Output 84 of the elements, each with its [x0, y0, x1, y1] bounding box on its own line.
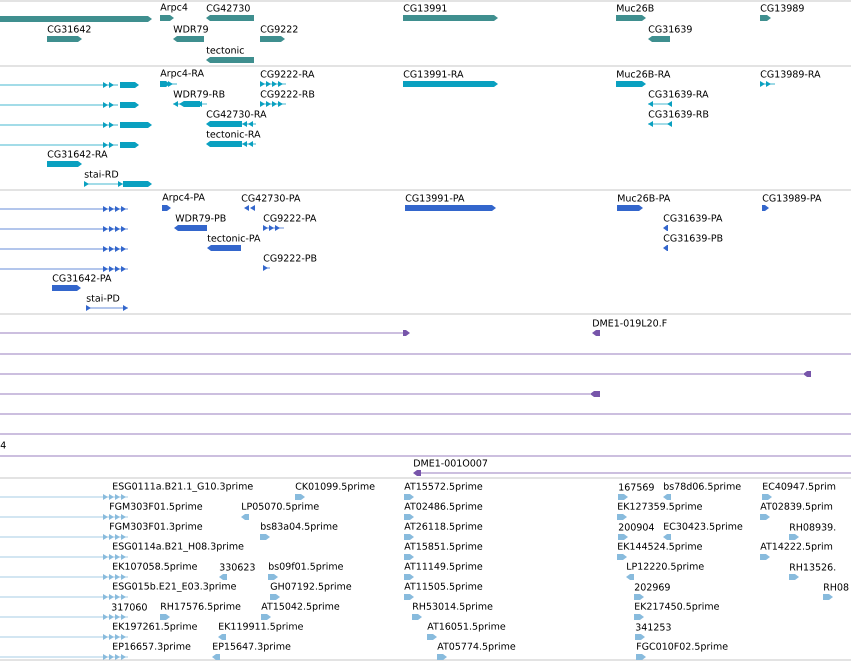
feature-label: CG13989-PA — [762, 194, 822, 202]
feature-label: CG42730-RA — [206, 110, 266, 118]
feature-label: CK01099.5prime — [296, 482, 375, 492]
feature-label: CG9222 — [260, 25, 298, 33]
feature-label: CG13991-RA — [404, 70, 464, 78]
feature-label: CG13989-RA — [760, 70, 820, 78]
feature-label: CG42730 — [206, 4, 250, 12]
feature-label: tectonic-PA — [207, 234, 260, 242]
feature-label: 167569 — [619, 483, 654, 491]
feature-label: Muc26B — [617, 4, 654, 12]
feature-label: ESG015b.E21_E03.3prime — [113, 582, 236, 592]
feature-label: RH08939. — [790, 523, 836, 531]
feature-label: AT05774.5prime — [437, 642, 516, 652]
feature-label: bs78d06.5prime — [664, 482, 741, 492]
feature-label: AT02839.5prim — [760, 502, 832, 512]
feature-label: Muc26B-RA — [617, 70, 670, 78]
feature-label: EC30423.5prime — [664, 522, 742, 532]
feature-label: EK119911.5prime — [219, 622, 303, 632]
feature-label: 341253 — [636, 623, 671, 631]
feature-label: EP15647.3prime — [213, 642, 290, 652]
feature-label: RH13526. — [790, 563, 836, 571]
feature-label: Arpc4-PA — [162, 194, 205, 202]
feature-label: RH17576.5prime — [161, 602, 240, 612]
feature-label: LP05070.5prime — [242, 502, 319, 512]
feature-label: CG31642 — [48, 25, 90, 33]
feature-label: CG31639-RB — [648, 110, 708, 118]
feature-label: CG9222-RB — [260, 90, 314, 98]
feature-label: FGM303F01.5prime — [110, 502, 202, 512]
feature-label: CG31639 — [648, 25, 692, 33]
feature-label: 200904 — [618, 523, 654, 531]
feature-label: CG31642-RA — [48, 150, 108, 158]
feature-label: FGM303F01.3prime — [110, 522, 202, 532]
feature-label: EK197261.5prime — [113, 622, 197, 632]
feature-label: AT02486.5prime — [404, 502, 482, 512]
feature-label: WDR79 — [174, 25, 208, 33]
feature-label: Muc26B-PA — [618, 194, 670, 202]
feature-label: CG9222-PA — [264, 214, 316, 222]
feature-label: AT15851.5prime — [404, 542, 482, 552]
feature-label: GH07192.5prime — [270, 582, 352, 592]
feature-label: tectonic — [206, 46, 244, 54]
feature-label: ESG0111a.B21.1_G10.3prime — [113, 482, 253, 492]
feature-label: RH08 — [824, 583, 848, 591]
feature-label: Arpc4 — [160, 4, 188, 12]
feature-label: bs09f01.5prime — [269, 562, 343, 572]
feature-label: WDR79-PB — [176, 214, 226, 222]
feature-label: AT11505.5prime — [404, 582, 482, 592]
feature-label: CG9222-RA — [260, 70, 314, 78]
feature-label: LP12220.5prime — [627, 562, 704, 572]
feature-label: EP16657.3prime — [113, 642, 190, 652]
feature-label: CG42730-PA — [242, 194, 300, 202]
feature-label: CG31639-PA — [664, 214, 722, 222]
feature-label: 330623 — [220, 563, 255, 571]
feature-label: 4 — [0, 442, 6, 448]
feature-label: AT15042.5prime — [261, 602, 340, 612]
feature-label: CG13991-PA — [406, 194, 464, 202]
feature-label: 317060 — [112, 603, 147, 611]
feature-label: CG31642-PA — [52, 274, 112, 282]
feature-label: tectonic-RA — [206, 130, 260, 138]
feature-label: Arpc4-RA — [160, 70, 204, 78]
feature-label: WDR79-RB — [174, 90, 224, 98]
feature-label: AT26118.5prime — [404, 522, 482, 532]
feature-label: CG31639-RA — [648, 90, 708, 98]
feature-label: AT15572.5prime — [404, 482, 482, 492]
feature-label: 202969 — [634, 583, 670, 591]
feature-label: CG9222-PB — [264, 254, 316, 262]
feature-label: EK217450.5prime — [635, 602, 719, 612]
feature-label: stai-PD — [86, 294, 120, 302]
feature-label: EK107058.5prime — [113, 562, 197, 572]
feature-label: EK144524.5prime — [618, 542, 702, 552]
feature-label: CG13991 — [404, 4, 447, 12]
feature-label: DME1-019L20.F — [593, 319, 667, 327]
feature-label: AT11149.5prime — [404, 562, 482, 572]
feature-label: AT16051.5prime — [427, 622, 506, 632]
feature-label: AT14222.5prim — [760, 542, 832, 552]
feature-label: CG13989 — [760, 4, 804, 12]
feature-label: ESG0114a.B21_H08.3prime — [113, 542, 244, 552]
feature-label: EK127359.5prime — [618, 502, 702, 512]
feature-label: RH53014.5prime — [413, 602, 492, 612]
feature-label: stai-RD — [84, 170, 118, 178]
feature-label: bs83a04.5prime — [261, 522, 338, 532]
feature-label: DME1-001O007 — [414, 459, 488, 467]
feature-label: EC40947.5prim — [763, 482, 836, 492]
feature-label: FGC010F02.5prime — [637, 642, 728, 652]
feature-label: CG31639-PB — [664, 234, 722, 242]
